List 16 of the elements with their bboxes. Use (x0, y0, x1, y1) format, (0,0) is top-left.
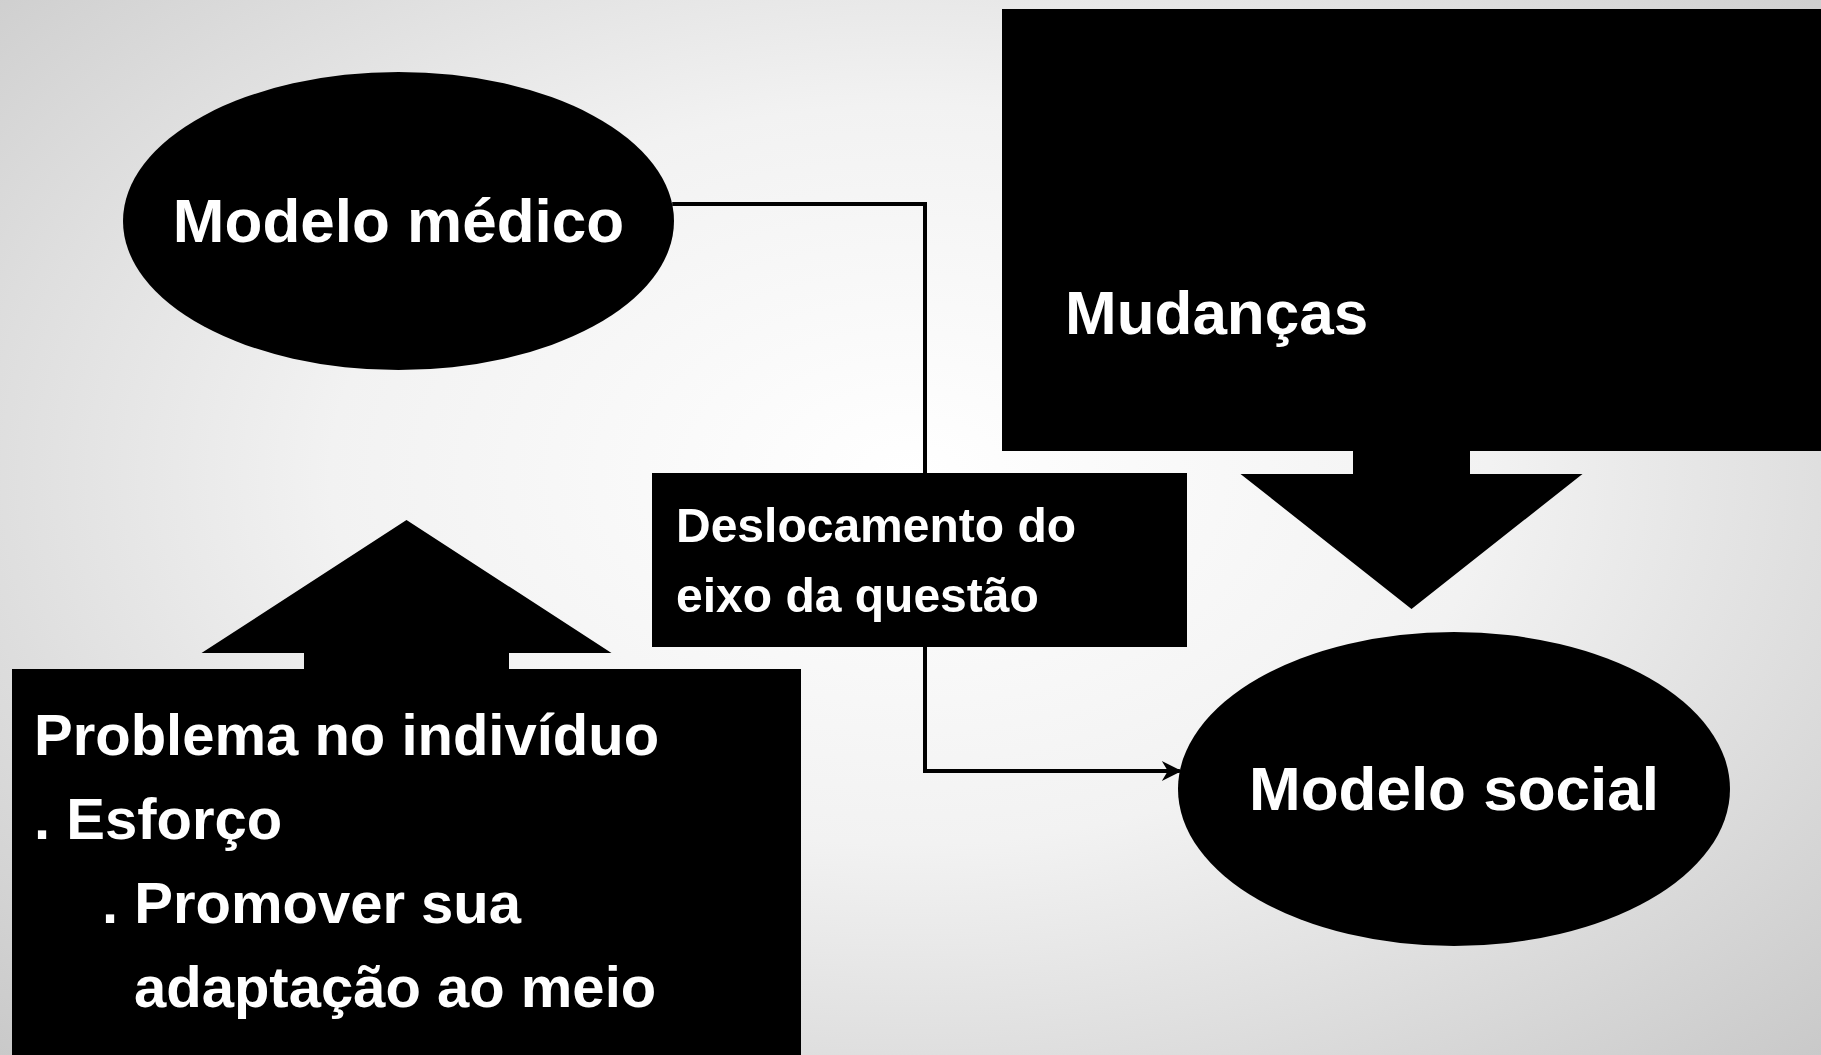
rectangle-node (1002, 9, 1821, 451)
node-title: Modelo social (1249, 752, 1659, 825)
block-arrow (201, 520, 612, 669)
block-arrow (1240, 451, 1583, 609)
node-title: Deslocamento do eixo da questão (676, 498, 1078, 624)
node-title: Mudanças (1065, 279, 1370, 348)
arrow (923, 647, 1182, 781)
callout-box (12, 669, 801, 1055)
list-item: . Promover sua adaptação ao meio (101, 869, 658, 1022)
node-title: Modelo médico (172, 184, 625, 257)
rectangle-node (652, 473, 1187, 647)
ellipse-node (1178, 632, 1730, 946)
connector-line (672, 202, 927, 473)
list-item: . Esforço (34, 785, 284, 854)
ellipse-node (123, 72, 674, 370)
node-title: Problema no indivíduo (34, 701, 661, 769)
